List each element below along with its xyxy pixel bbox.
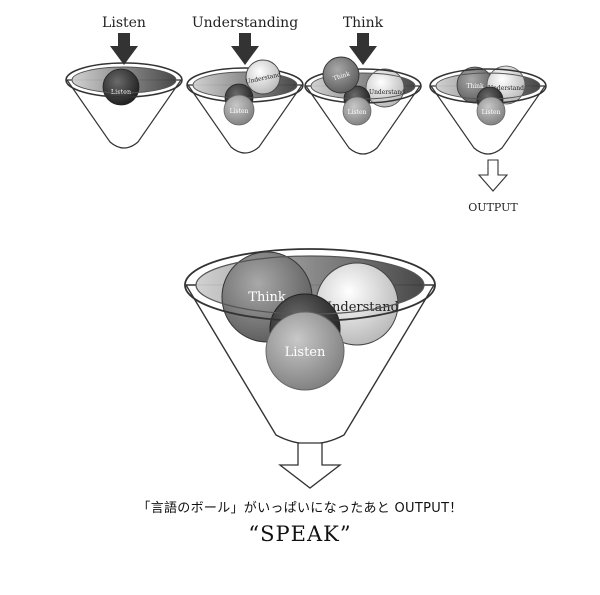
svg-text:Listen: Listen xyxy=(111,88,131,96)
ball-understand: Understand xyxy=(245,59,282,95)
ball-understand: Understand xyxy=(365,68,405,108)
svg-text:Understand: Understand xyxy=(369,89,405,96)
step-label-listen: Listen xyxy=(102,15,146,31)
step-label-think: Think xyxy=(343,15,384,31)
funnel-large: Think Understand Listen xyxy=(184,248,436,445)
ball-listen: Listen xyxy=(223,94,255,126)
arrow-down-outline-icon xyxy=(278,442,342,489)
svg-text:Listen: Listen xyxy=(482,109,501,116)
funnel-step-4: Think Understand Listen xyxy=(429,65,547,155)
arrow-down-icon xyxy=(231,33,259,65)
svg-text:Think: Think xyxy=(248,290,286,305)
ball-listen: Listen xyxy=(265,311,345,391)
svg-text:Listen: Listen xyxy=(285,345,326,360)
ball-think: Think xyxy=(322,56,360,94)
funnel-step-1: Listen xyxy=(65,62,183,149)
arrow-down-outline-icon xyxy=(477,159,509,192)
step-label-understanding: Understanding xyxy=(192,15,298,31)
ball-listen: Listen xyxy=(342,96,372,126)
funnel-step-2: Listen Understand xyxy=(186,59,304,154)
caption-speak: “SPEAK” xyxy=(248,522,352,546)
ball-listen: Listen xyxy=(102,68,140,106)
funnel-step-3: Understand Listen Think xyxy=(304,56,422,155)
svg-text:Think: Think xyxy=(466,83,484,90)
svg-text:Understand: Understand xyxy=(488,85,524,92)
svg-text:Listen: Listen xyxy=(348,109,367,116)
arrow-down-icon xyxy=(110,33,138,65)
ball-listen: Listen xyxy=(476,96,506,126)
caption-text: 「言語のボール」がいっぱいになったあと OUTPUT！ xyxy=(137,501,463,516)
svg-text:Understand: Understand xyxy=(321,300,399,315)
svg-text:Listen: Listen xyxy=(230,108,249,115)
arrow-down-icon xyxy=(349,33,377,65)
output-label: OUTPUT xyxy=(468,201,518,214)
